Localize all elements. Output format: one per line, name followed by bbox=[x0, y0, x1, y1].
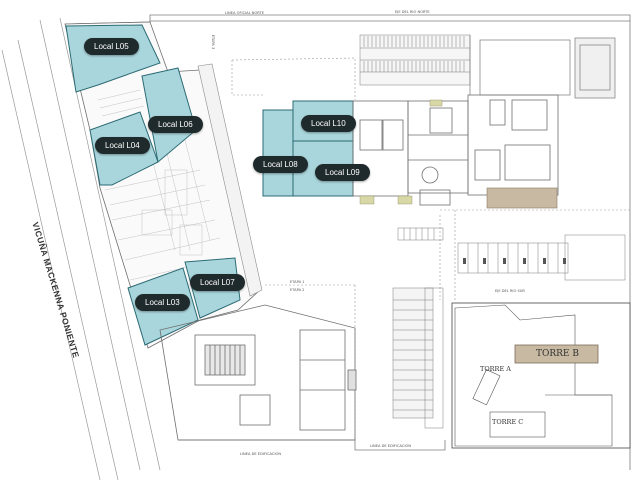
note-south-line: LINEA DE EDIFICACION bbox=[240, 452, 282, 456]
label-local-L05[interactable]: Local L05 bbox=[84, 38, 139, 55]
label-local-L08[interactable]: Local L08 bbox=[253, 156, 308, 173]
note-stage-3: ETAPA 3 bbox=[211, 34, 216, 50]
street-lines bbox=[1, 17, 161, 480]
northeast-area bbox=[469, 35, 616, 99]
label-local-L04[interactable]: Local L04 bbox=[95, 137, 150, 154]
note-stage-1: ETAPA 1 bbox=[290, 280, 305, 284]
label-local-L09[interactable]: Local L09 bbox=[315, 164, 370, 181]
note-north-edge: LINEA OFICIAL NORTE bbox=[225, 11, 264, 15]
inset-label-torre-b: TORRE B bbox=[536, 349, 579, 359]
elevator-marks bbox=[359, 99, 443, 205]
inset-label-torre-a: TORRE A bbox=[480, 365, 511, 373]
note-stage-2: ETAPA 2 bbox=[290, 288, 305, 292]
parking-north bbox=[359, 34, 471, 86]
unit-L08-shape bbox=[262, 109, 294, 197]
inset-label-torre-c: TORRE C bbox=[492, 418, 524, 426]
note-south-axis: EJE DEL RIO SUR bbox=[495, 289, 525, 293]
parking-east bbox=[397, 227, 626, 281]
local-units bbox=[65, 24, 354, 346]
label-local-L03[interactable]: Local L03 bbox=[135, 294, 190, 311]
parking-stripes bbox=[363, 36, 465, 72]
south-building bbox=[159, 304, 357, 441]
terrace bbox=[486, 187, 558, 209]
label-local-L06[interactable]: Local L06 bbox=[148, 116, 203, 133]
west-wing-interior bbox=[97, 89, 229, 281]
note-south-line-2: LINEA DE EDIFICACION bbox=[370, 444, 412, 448]
label-local-L07[interactable]: Local L07 bbox=[190, 274, 245, 291]
central-ramps bbox=[392, 287, 444, 429]
label-local-L10[interactable]: Local L10 bbox=[301, 115, 356, 132]
inset-map bbox=[451, 302, 631, 449]
stall-marks bbox=[463, 258, 566, 264]
ramp-strip bbox=[197, 63, 263, 297]
note-north-street: EJE DEL RIO NORTE bbox=[395, 10, 430, 14]
